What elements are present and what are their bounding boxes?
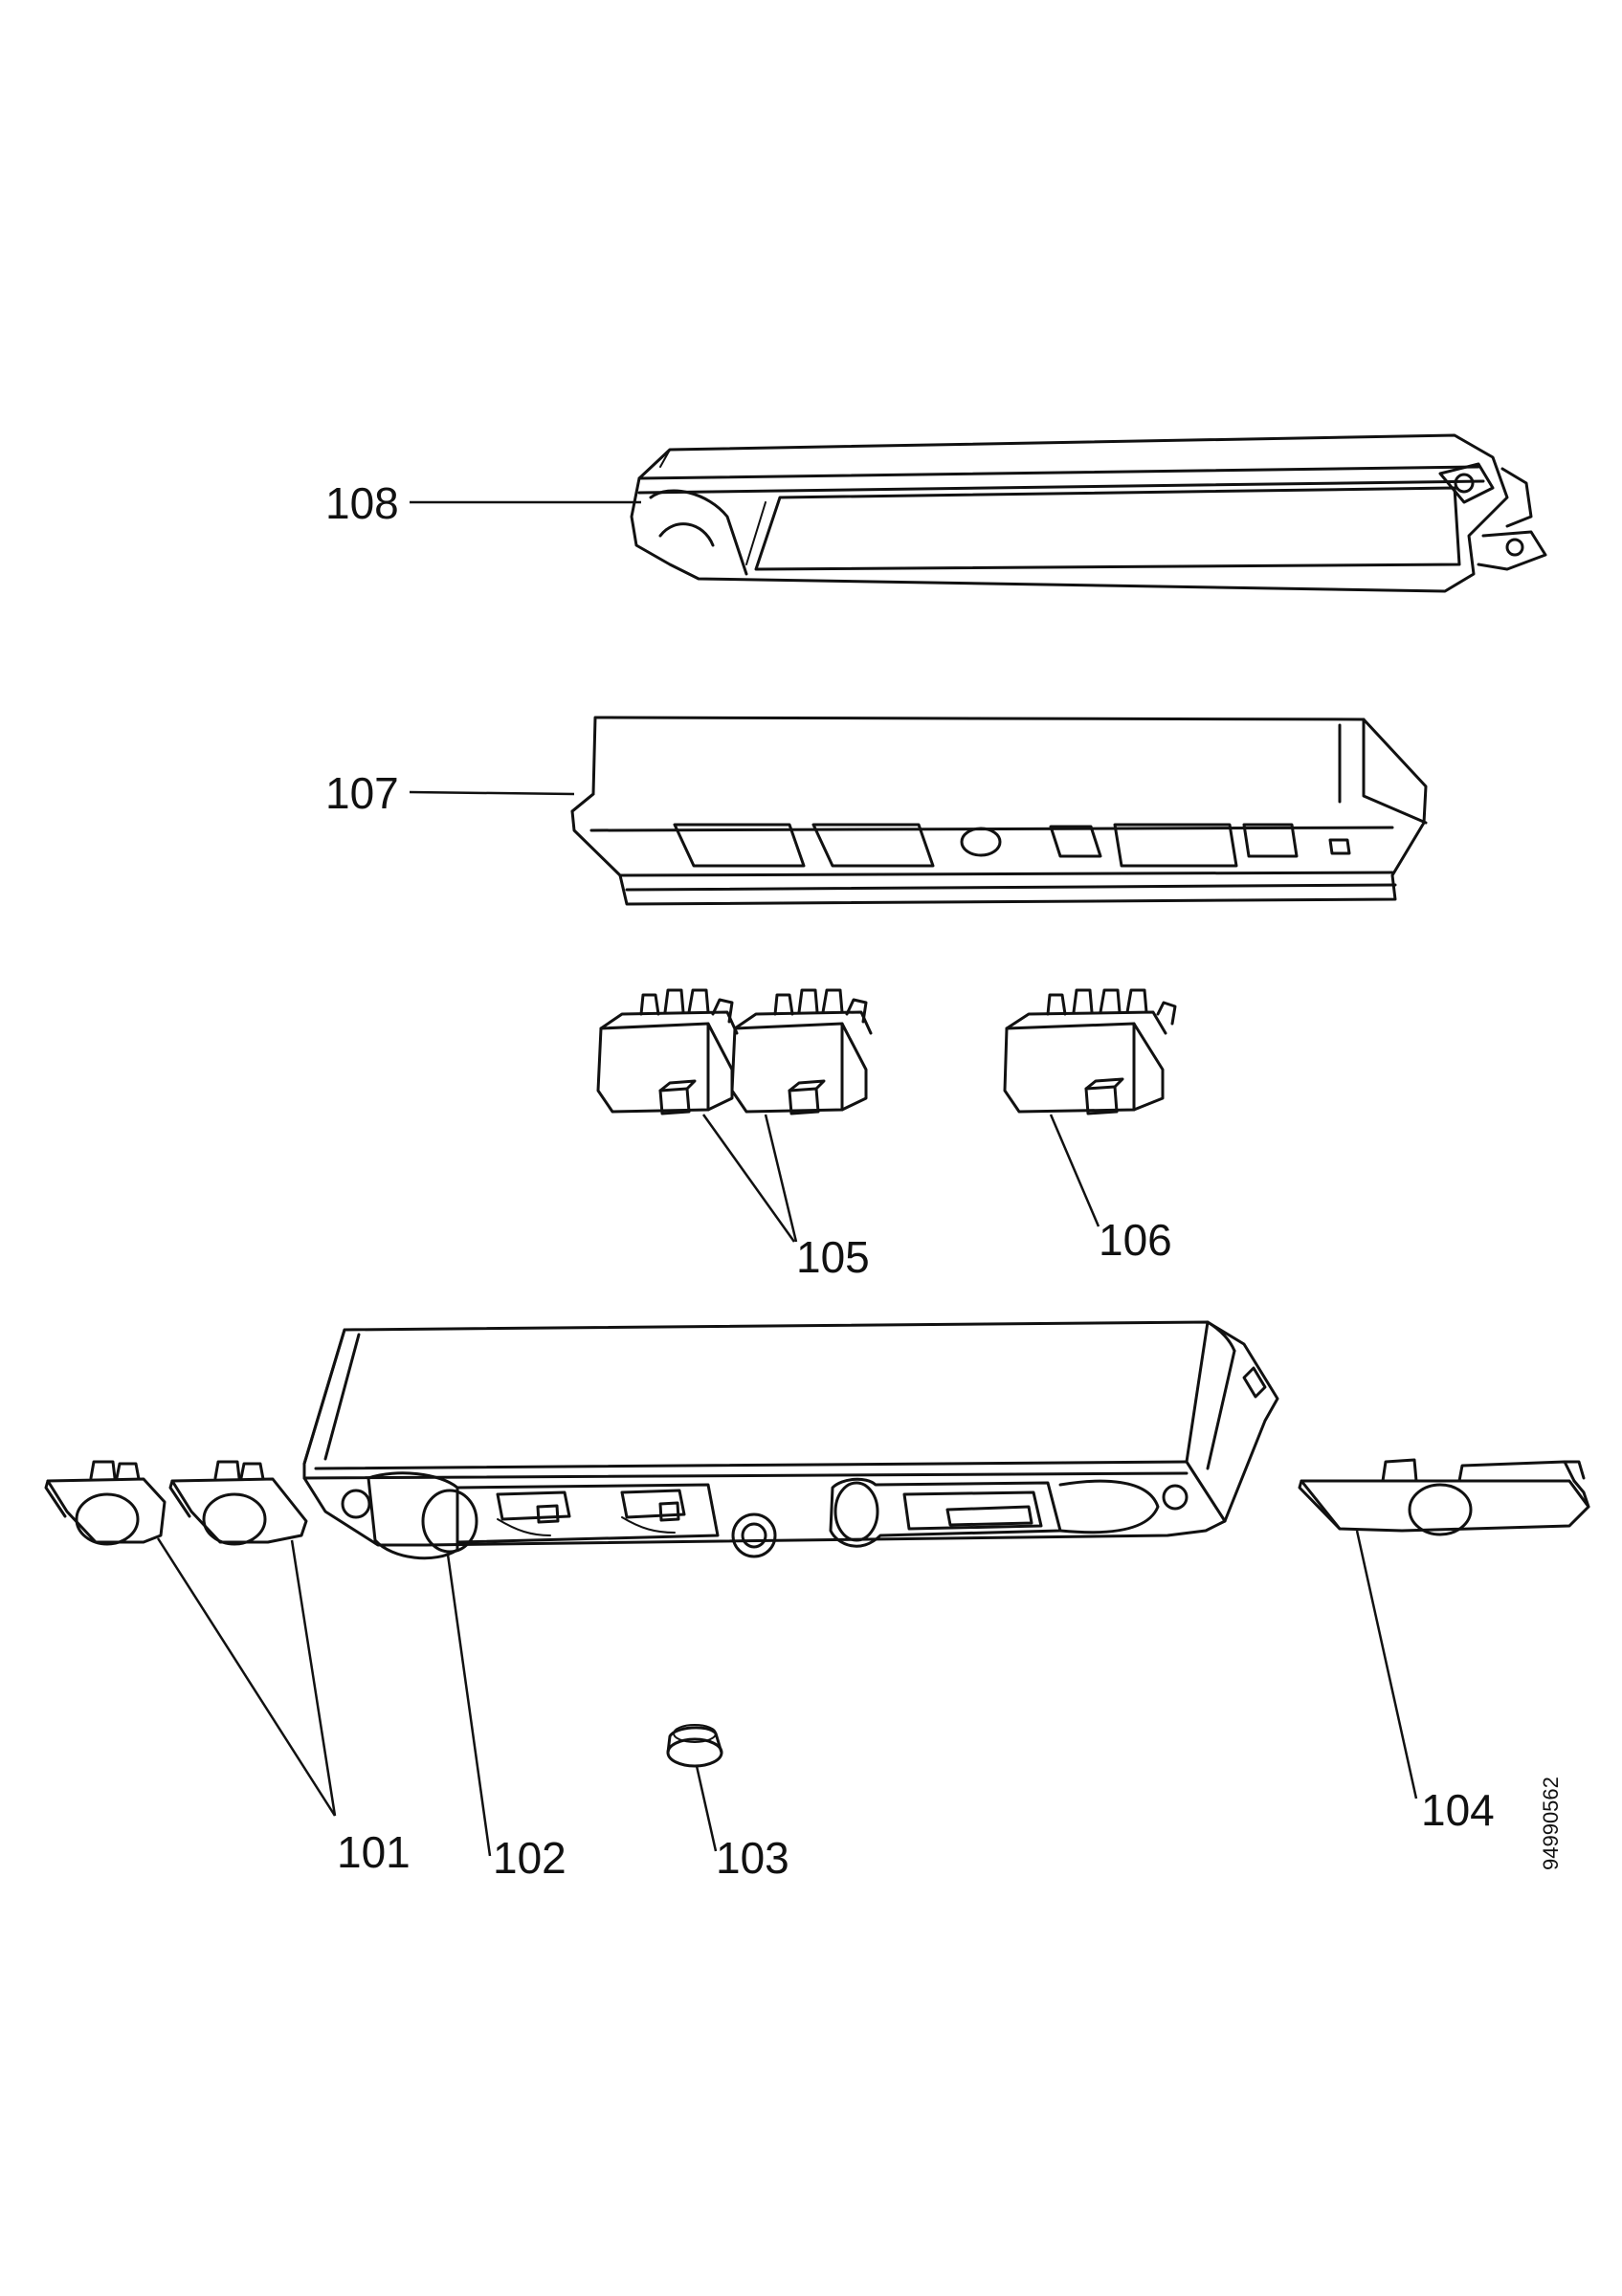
part-101-clip-b <box>168 1460 308 1546</box>
leader-105-b <box>764 1114 798 1243</box>
part-101-clip-a <box>44 1460 167 1546</box>
leader-103 <box>695 1765 718 1852</box>
part-106-switch <box>1003 988 1177 1115</box>
leader-105-a <box>701 1114 796 1243</box>
leader-102 <box>446 1554 492 1857</box>
leader-106 <box>1049 1114 1100 1227</box>
part-105-switch-a <box>596 988 739 1115</box>
callout-102: 102 <box>493 1833 567 1883</box>
document-number: 94990562 <box>1539 1777 1563 1870</box>
leader-104 <box>1355 1530 1418 1799</box>
part-107-frame <box>570 716 1428 906</box>
leader-101-a <box>156 1537 337 1817</box>
callout-105: 105 <box>796 1232 870 1282</box>
callout-108: 108 <box>325 478 399 528</box>
leader-101-b <box>290 1539 337 1817</box>
leader-107 <box>409 790 575 796</box>
part-102-housing <box>302 1320 1279 1560</box>
part-108-top-cover <box>630 433 1547 593</box>
part-104-end-clip <box>1298 1458 1590 1536</box>
callout-106: 106 <box>1099 1215 1172 1265</box>
callout-107: 107 <box>325 768 399 818</box>
callout-101: 101 <box>337 1827 411 1877</box>
part-105-switch-b <box>730 988 873 1115</box>
callout-104: 104 <box>1421 1785 1495 1835</box>
callout-103: 103 <box>716 1833 789 1883</box>
part-103-knob <box>666 1724 723 1768</box>
